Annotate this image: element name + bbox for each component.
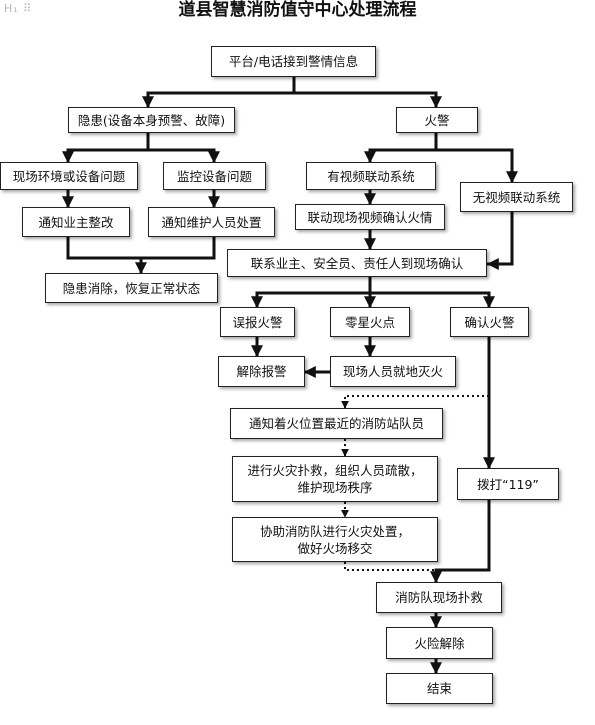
node-notify-owner: 通知业主整改 [22, 207, 130, 237]
node-receive: 平台/电话接到警情信息 [211, 46, 376, 77]
connector-contact-confirmfire [368, 291, 495, 309]
connector-receive-fire [292, 91, 442, 109]
node-fire-alarm: 火警 [396, 107, 478, 133]
connector-maint-cleared [139, 235, 216, 260]
node-no-video: 无视频联动系统 [460, 182, 573, 212]
connector-119-brigade [430, 498, 491, 584]
node-rescue: 进行火灾扑救，组织人员疏散， 维护现场秩序 [232, 456, 438, 502]
connector-fire-novideo [434, 148, 518, 184]
node-hazard-cleared: 隐患消除，恢复正常状态 [45, 273, 218, 303]
connector-receive-split [142, 75, 296, 109]
node-fire-brigade: 消防队现场扑救 [376, 582, 502, 613]
node-video-confirm: 联动现场视频确认火情 [295, 204, 445, 230]
dotted-confirmfire-station [341, 395, 489, 409]
node-small-fire: 零星火点 [330, 307, 410, 337]
page-title: 道县智慧消防值守中心处理流程 [178, 0, 417, 20]
node-monitor-dev: 监控设备问题 [163, 162, 266, 190]
connector-hazard-monitor [146, 148, 220, 164]
node-notify-station: 通知着火位置最近的消防站队员 [230, 408, 443, 439]
node-hazard: 隐患(设备本身预警、故障) [68, 107, 235, 133]
node-cancel-alarm: 解除报警 [218, 356, 305, 387]
node-end: 结束 [386, 673, 493, 704]
node-staff-extinguish: 现场人员就地灭火 [330, 356, 456, 387]
node-notify-maint: 通知维护人员处置 [148, 207, 275, 237]
node-has-video: 有视频联动系统 [306, 162, 436, 190]
drag-handle-icon[interactable]: H₁ ⠿ [4, 2, 33, 15]
node-confirm-fire: 确认火警 [450, 307, 529, 337]
node-assist: 协助消防队进行火灾处置， 做好火场移交 [232, 517, 438, 562]
connector-hazard-split [62, 131, 150, 164]
node-false-alarm: 误报火警 [220, 307, 295, 337]
dotted-assist-brigade [344, 562, 436, 571]
connector-novideo-contact [486, 210, 514, 270]
connector-contact-split [251, 275, 372, 309]
node-contact: 联系业主、安全员、责任人到现场确认 [227, 249, 487, 277]
node-danger-lifted: 火险解除 [386, 627, 493, 659]
connector-owner-cleared [66, 235, 147, 275]
node-dial-119: 拨打“119” [457, 468, 559, 500]
node-site-env: 现场环境或设备问题 [0, 162, 138, 190]
connector-fire-split [364, 131, 438, 164]
